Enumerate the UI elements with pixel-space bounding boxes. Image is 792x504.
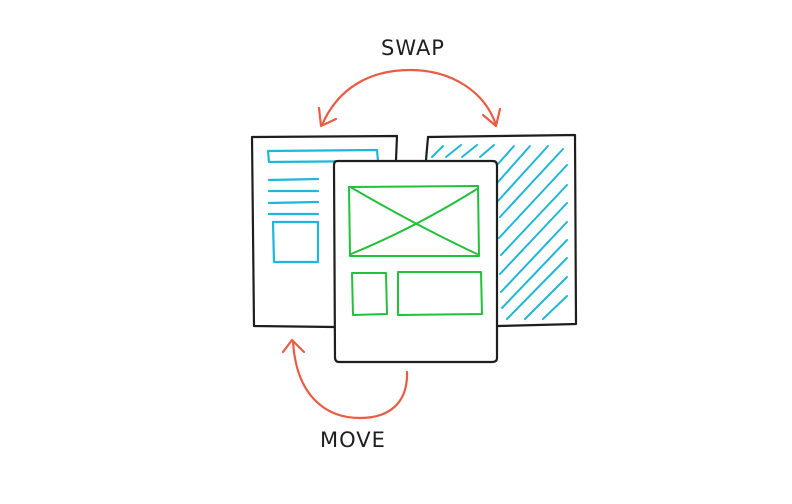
move-label: MOVE [320,428,386,452]
media-page [332,159,499,364]
swap-label: SWAP [381,36,445,60]
move-arrow-icon [281,338,409,420]
hatched-page [424,133,578,328]
hatch-lines [431,144,568,320]
media-blocks [351,271,483,316]
image-placeholder-icon [348,185,480,257]
text-page [250,134,399,329]
swap-arrow-icon [317,68,502,128]
